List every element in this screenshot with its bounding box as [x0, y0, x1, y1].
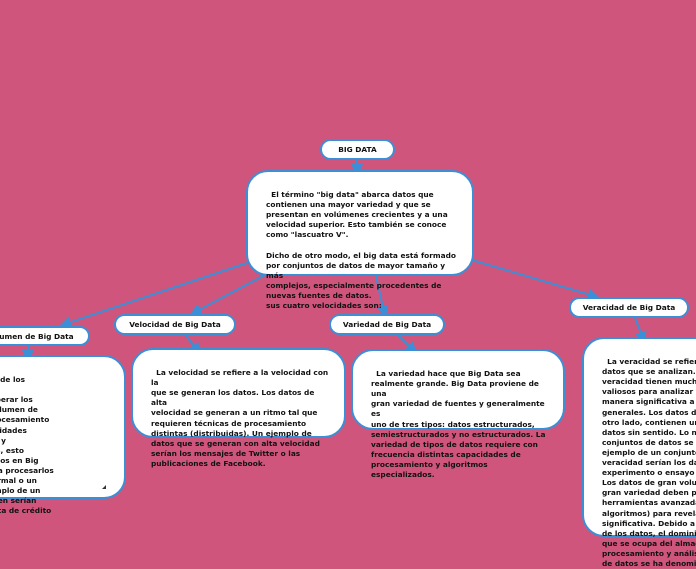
topic-veracidad-label: Veracidad de Big Data: [582, 303, 676, 312]
topic-variedad[interactable]: Variedad de Big Data: [329, 314, 445, 335]
root-description-node[interactable]: El término "big data" abarca datos que c…: [246, 170, 474, 310]
topic-volumen[interactable]: Volumen de Big Data: [0, 326, 90, 346]
veracidad-description-text: La veracidad se refiere a la calidad de …: [602, 357, 696, 568]
variedad-description-text: La variedad hace que Big Data sea realme…: [371, 369, 546, 480]
variedad-description-node[interactable]: La variedad hace que Big Data sea realme…: [351, 349, 565, 479]
topic-volumen-label: Volumen de Big Data: [0, 331, 74, 341]
volumen-description-node[interactable]: El volumen se refiere al tamaño de los d…: [0, 355, 126, 515]
topic-variedad-label: Variedad de Big Data: [342, 320, 432, 329]
topic-velocidad-label: Velocidad de Big Data: [129, 320, 221, 329]
volumen-description-text: El volumen se refiere al tamaño de los d…: [0, 375, 54, 516]
resize-handle-icon[interactable]: [102, 485, 106, 489]
velocidad-description-node[interactable]: La velocidad se refiere a la velocidad c…: [131, 348, 346, 468]
topic-veracidad[interactable]: Veracidad de Big Data: [569, 297, 689, 318]
topic-velocidad[interactable]: Velocidad de Big Data: [114, 314, 236, 335]
connector-lines: [22, 159, 647, 362]
root-topic-big-data[interactable]: BIG DATA: [320, 139, 395, 160]
root-topic-label: BIG DATA: [338, 145, 377, 154]
veracidad-description-node[interactable]: La veracidad se refiere a la calidad de …: [582, 337, 696, 568]
root-description-text: El término "big data" abarca datos que c…: [266, 190, 456, 311]
velocidad-description-text: La velocidad se refiere a la velocidad c…: [151, 368, 329, 468]
